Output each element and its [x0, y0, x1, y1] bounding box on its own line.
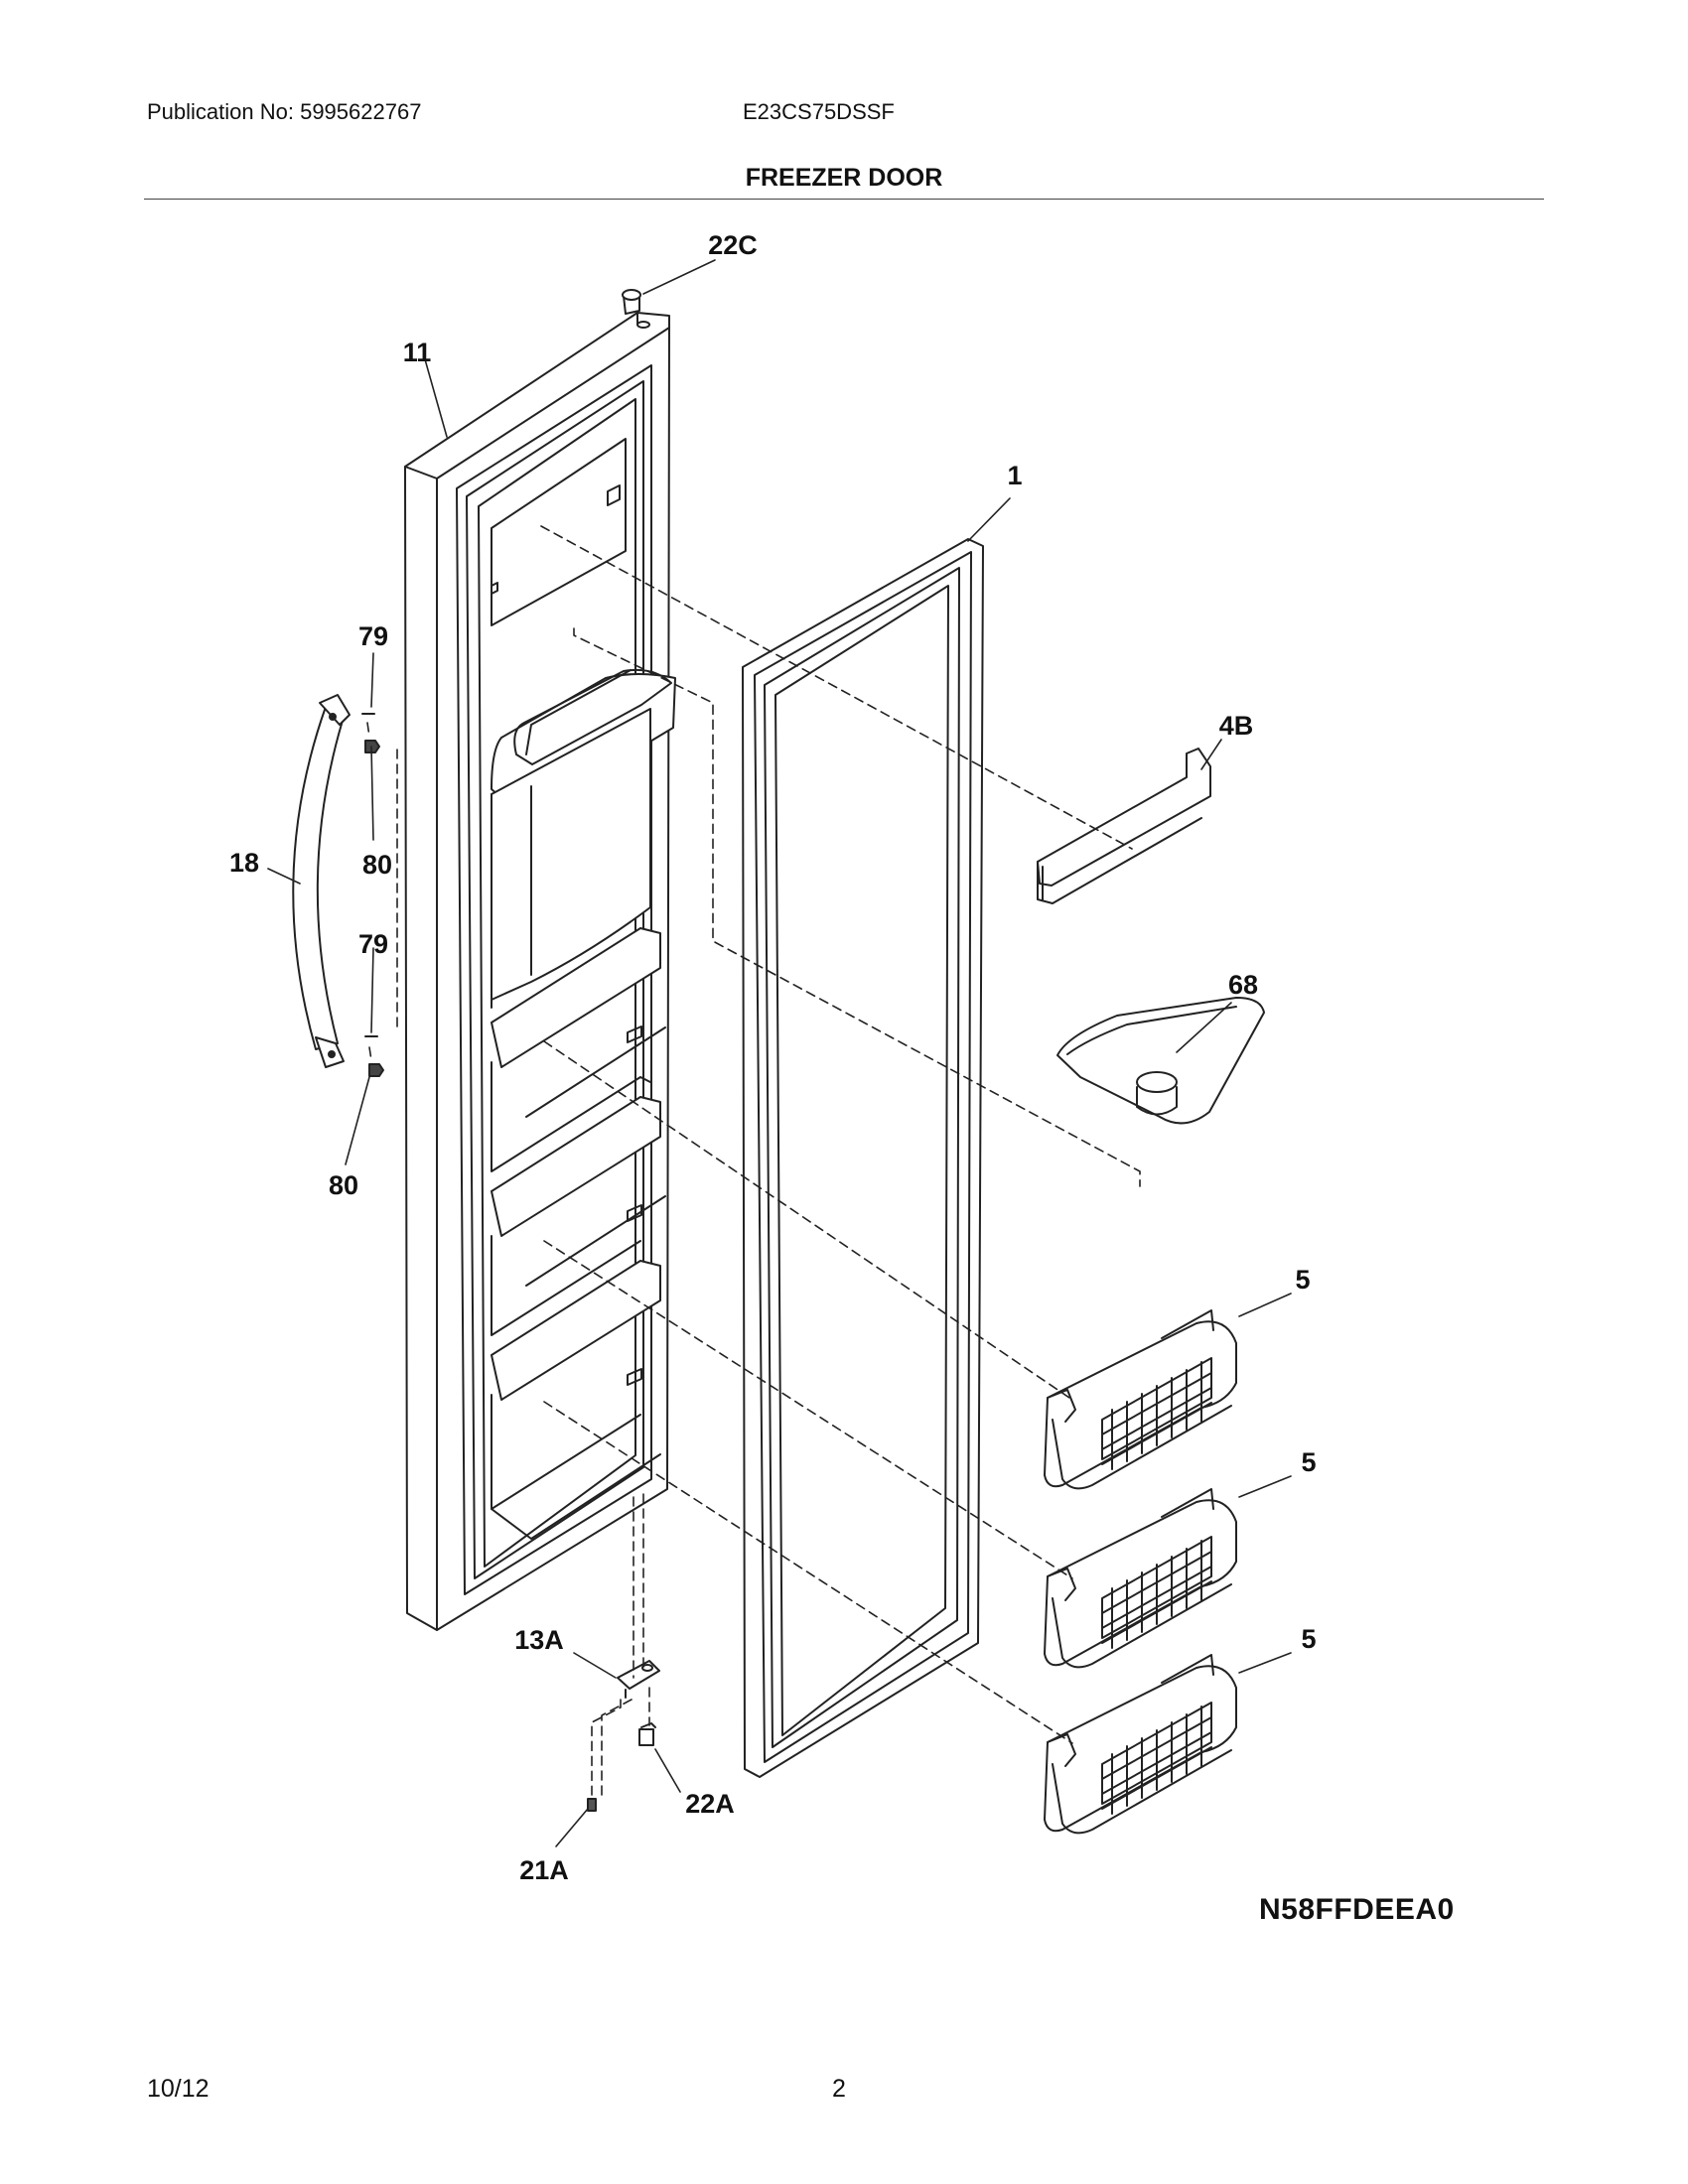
- hinge-screw: [587, 1798, 597, 1812]
- diagram-code: N58FFDEEA0: [1259, 1893, 1455, 1926]
- callout-21A: 21A: [519, 1855, 569, 1885]
- door-basket-1: [1044, 1309, 1237, 1490]
- callout-1: 1: [1007, 461, 1022, 490]
- door-basket-3: [1044, 1654, 1237, 1835]
- hinge-bracket: [617, 1660, 660, 1699]
- door-gasket: [742, 538, 984, 1778]
- callout-22A: 22A: [685, 1789, 735, 1819]
- door-panel: [404, 312, 676, 1631]
- model-number: E23CS75DSSF: [743, 99, 895, 124]
- handle-fasteners: [361, 713, 384, 1077]
- callout-11: 11: [403, 338, 432, 367]
- callout-5-second: 5: [1301, 1447, 1316, 1477]
- page-number: 2: [832, 2075, 846, 2103]
- dairy-door-shelf: [1037, 748, 1211, 904]
- callout-79-upper: 79: [358, 621, 388, 651]
- door-handle: [292, 694, 351, 1068]
- callout-79-lower: 79: [358, 929, 388, 959]
- callout-13A: 13A: [514, 1625, 564, 1655]
- header-divider: [144, 199, 1544, 200]
- callout-4B: 4B: [1219, 711, 1254, 741]
- callout-80-upper: 80: [362, 850, 392, 880]
- callout-18: 18: [229, 848, 259, 878]
- callout-80-lower: 80: [329, 1170, 358, 1200]
- hinge-bushing: [638, 1722, 656, 1746]
- leader-lines: [267, 259, 1292, 1847]
- ice-guide: [1056, 997, 1265, 1125]
- door-basket-2: [1044, 1488, 1237, 1669]
- callout-5-first: 5: [1295, 1265, 1310, 1295]
- assembly-guide-lines: [366, 525, 1141, 1796]
- publication-number: Publication No: 5995622767: [147, 99, 422, 124]
- callout-5-third: 5: [1301, 1624, 1316, 1654]
- footer-date: 10/12: [147, 2075, 210, 2103]
- hinge-cap: [622, 289, 641, 315]
- callout-68: 68: [1228, 970, 1258, 1000]
- page-title: FREEZER DOOR: [745, 164, 943, 192]
- callout-22C: 22C: [708, 230, 758, 260]
